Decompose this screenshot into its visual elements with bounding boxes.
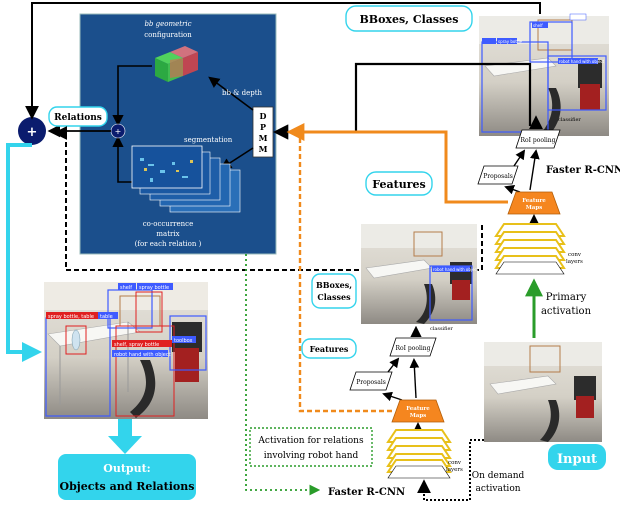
conv-layers-top-label1: conv <box>568 252 582 258</box>
faster-rcnn-top-label: Faster R-CNN <box>546 165 620 176</box>
feature-maps-top-label1: Feature <box>522 198 546 204</box>
dpmm-letter-d: D <box>260 111 267 121</box>
on-demand-label2: activation <box>475 484 520 494</box>
conv-layers-mid <box>386 429 452 479</box>
top-det-spray-bottle: spray bottle <box>498 39 523 44</box>
featuremap-to-roi-mid <box>409 358 420 399</box>
matrix-to-sum-arrow <box>112 135 132 183</box>
proposals-to-roi-mid <box>387 357 400 373</box>
featuremap-to-roi-top <box>529 149 540 191</box>
featuremap-to-proposals-mid <box>382 391 403 402</box>
bb-geometric-label: bb geometric <box>144 20 191 28</box>
activation-relations-box <box>249 427 373 467</box>
bounding-box-cubes-icon <box>155 46 198 82</box>
geometry-to-sum-arrow <box>112 65 152 127</box>
classifier-label-top: classifier <box>558 117 581 123</box>
output-label-line1: Output: <box>103 462 151 475</box>
output-det-spray-table: spray bottle, table <box>48 314 94 320</box>
top-detection-image: spray bottle shelf robot hand with objec… <box>479 13 609 136</box>
output-arrow-head <box>108 436 142 454</box>
roi-pooling-top-label: RoI pooling <box>520 137 555 144</box>
relations-label-box <box>48 106 108 127</box>
configuration-label: configuration <box>144 31 192 39</box>
bboxes-classes-mid-label1: BBoxes, <box>316 280 352 290</box>
feature-maps-mid-label2: Maps <box>410 413 427 419</box>
relations-activation-dotted-arrow <box>245 254 321 496</box>
output-det-shelf: shelf <box>120 285 132 291</box>
bboxes-classes-top-label: BBoxes, Classes <box>360 13 459 26</box>
dashed-feedback-path <box>65 133 483 271</box>
roi-pooling-mid <box>389 337 437 357</box>
proposals-mid <box>349 371 393 391</box>
conv-layers-top-label2: layers <box>566 259 583 265</box>
sum-to-output-arrow <box>6 143 42 362</box>
activation-relations-label1: Activation for relations <box>257 436 364 446</box>
cooccurrence-label-1: co-occurrence <box>143 220 193 228</box>
proposals-mid-label: Proposals <box>356 379 386 386</box>
proposals-top <box>477 165 519 185</box>
cooccurrence-matrix-stack <box>131 145 241 213</box>
mid-detection-image: robot hand with object <box>361 224 479 324</box>
main-sum-node <box>18 117 46 145</box>
conv-layers-mid-label2: layers <box>446 467 463 473</box>
output-det-toolbox: toolbox <box>174 338 193 344</box>
relations-label: Relations <box>54 113 102 123</box>
output-det-shelf-spray: shelf, spray bottle <box>114 342 159 348</box>
output-det-robot-hand: robot hand with object <box>114 352 171 358</box>
input-label: Input <box>557 452 597 467</box>
conv-layers-mid-label1: conv <box>448 460 462 466</box>
segmentation-label: segmentation <box>184 136 233 144</box>
proposals-to-roi-top <box>513 149 526 167</box>
on-demand-activation-arrow <box>417 439 484 501</box>
bboxes-classes-mid-box <box>311 273 357 309</box>
feature-maps-mid <box>391 399 445 423</box>
on-demand-label1: On demand <box>472 471 525 481</box>
top-det-robot-hand: robot hand with object <box>559 59 605 64</box>
output-arrow-shaft <box>118 418 132 436</box>
features-top-box <box>365 171 433 196</box>
dpmm-panel: bb geometric configuration D P M M bb & … <box>79 13 277 255</box>
primary-activation-label2: activation <box>541 306 592 317</box>
featuremap-to-proposals-top <box>504 185 521 195</box>
top-detection-to-sum-arrow <box>25 2 541 120</box>
features-mid-label: Features <box>310 344 349 354</box>
dpmm-to-geometry-arrow <box>208 76 254 111</box>
top-det-shelf: shelf <box>533 23 543 28</box>
input-label-box <box>548 444 606 470</box>
classifier-label-mid: classifier <box>430 326 453 332</box>
cooccurrence-label-2: matrix <box>156 230 179 238</box>
conv-layers-top <box>494 223 566 275</box>
output-label-line2: Objects and Relations <box>60 480 195 493</box>
roi-pooling-mid-label: RoI pooling <box>395 345 430 352</box>
features-mid-box <box>301 338 357 359</box>
bb-depth-label: bb & depth <box>222 89 263 97</box>
features-top-arrow <box>286 123 508 204</box>
output-det-table: table <box>100 314 113 320</box>
feature-maps-top <box>507 191 561 215</box>
output-det-spray-bottle: spray bottle <box>139 285 169 291</box>
dpmm-letter-m1: M <box>259 133 268 143</box>
faster-rcnn-bottom-label: Faster R-CNN <box>328 487 405 498</box>
dpmm-letter-p: P <box>260 122 266 132</box>
bboxes-classes-mid-label2: Classes <box>317 292 351 302</box>
mid-det-robot-hand: robot hand with object <box>433 267 479 272</box>
roi-pooling-top <box>515 129 561 149</box>
input-image <box>484 342 602 442</box>
proposals-top-label: Proposals <box>483 173 513 180</box>
primary-activation-label1: Primary <box>546 292 587 303</box>
dpmm-letter-m2: M <box>259 144 268 154</box>
feature-maps-top-label2: Maps <box>526 205 543 211</box>
features-top-label: Features <box>372 178 425 191</box>
activation-relations-label2: involving robot hand <box>264 451 359 461</box>
small-sum-symbol: + <box>115 127 122 136</box>
output-image: shelf spray bottle spray bottle, table t… <box>44 282 208 419</box>
main-sum-symbol: + <box>27 125 38 140</box>
bboxes-classes-top-box <box>345 5 473 32</box>
output-label-box <box>58 454 196 500</box>
feature-maps-mid-label1: Feature <box>406 406 430 412</box>
cooccurrence-label-3: (for each relation ) <box>135 240 202 248</box>
